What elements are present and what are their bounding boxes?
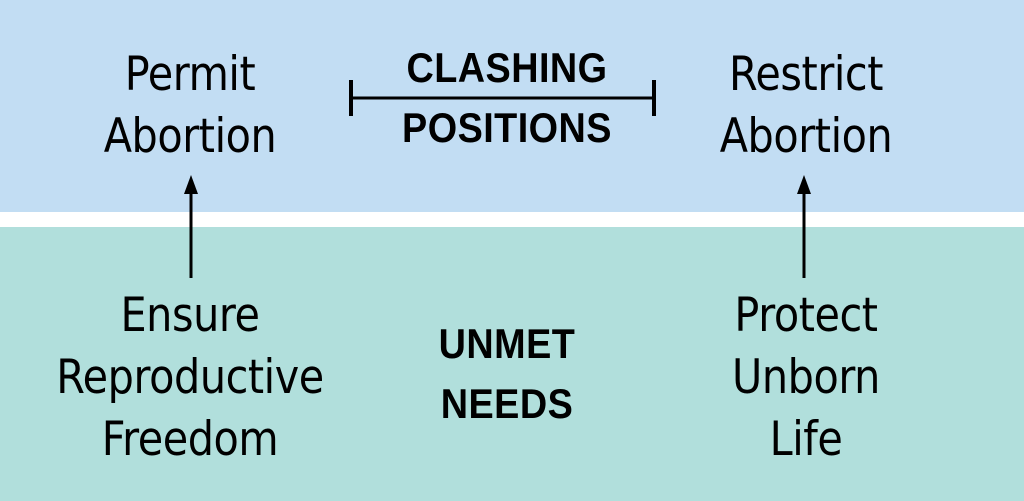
position-left-line-1: Permit xyxy=(124,47,256,102)
position-left-label: Permit Abortion xyxy=(58,44,322,168)
arrow-right xyxy=(797,175,811,278)
need-right-line-2: Unborn xyxy=(732,350,880,405)
unmet-needs-heading: UNMET NEEDS xyxy=(377,314,638,434)
need-right-line-3: Life xyxy=(769,412,843,467)
position-right-line-2: Abortion xyxy=(719,109,893,164)
position-right-label: Restrict Abortion xyxy=(674,44,938,168)
arrow-left-head xyxy=(184,175,198,194)
need-left-line-3: Freedom xyxy=(101,412,279,467)
position-left-line-2: Abortion xyxy=(103,109,277,164)
need-left-label: Ensure Reproductive Freedom xyxy=(40,285,339,471)
arrow-right-head xyxy=(797,175,811,194)
need-right-line-1: Protect xyxy=(734,288,878,343)
positions-band xyxy=(0,0,1024,212)
needs-band xyxy=(0,227,1024,501)
clash-bar xyxy=(349,80,656,116)
unmet-needs-line-2: NEEDS xyxy=(440,380,574,427)
arrow-left xyxy=(184,175,198,278)
need-left-line-2: Reproductive xyxy=(56,350,324,405)
position-right-line-1: Restrict xyxy=(728,47,884,102)
clashing-positions-line-1: CLASHING xyxy=(406,44,608,91)
need-right-label: Protect Unborn Life xyxy=(674,285,938,471)
clashing-positions-heading: CLASHING POSITIONS xyxy=(377,38,638,158)
unmet-needs-line-1: UNMET xyxy=(438,320,576,367)
clashing-positions-line-2: POSITIONS xyxy=(402,104,612,151)
need-left-line-1: Ensure xyxy=(120,288,260,343)
